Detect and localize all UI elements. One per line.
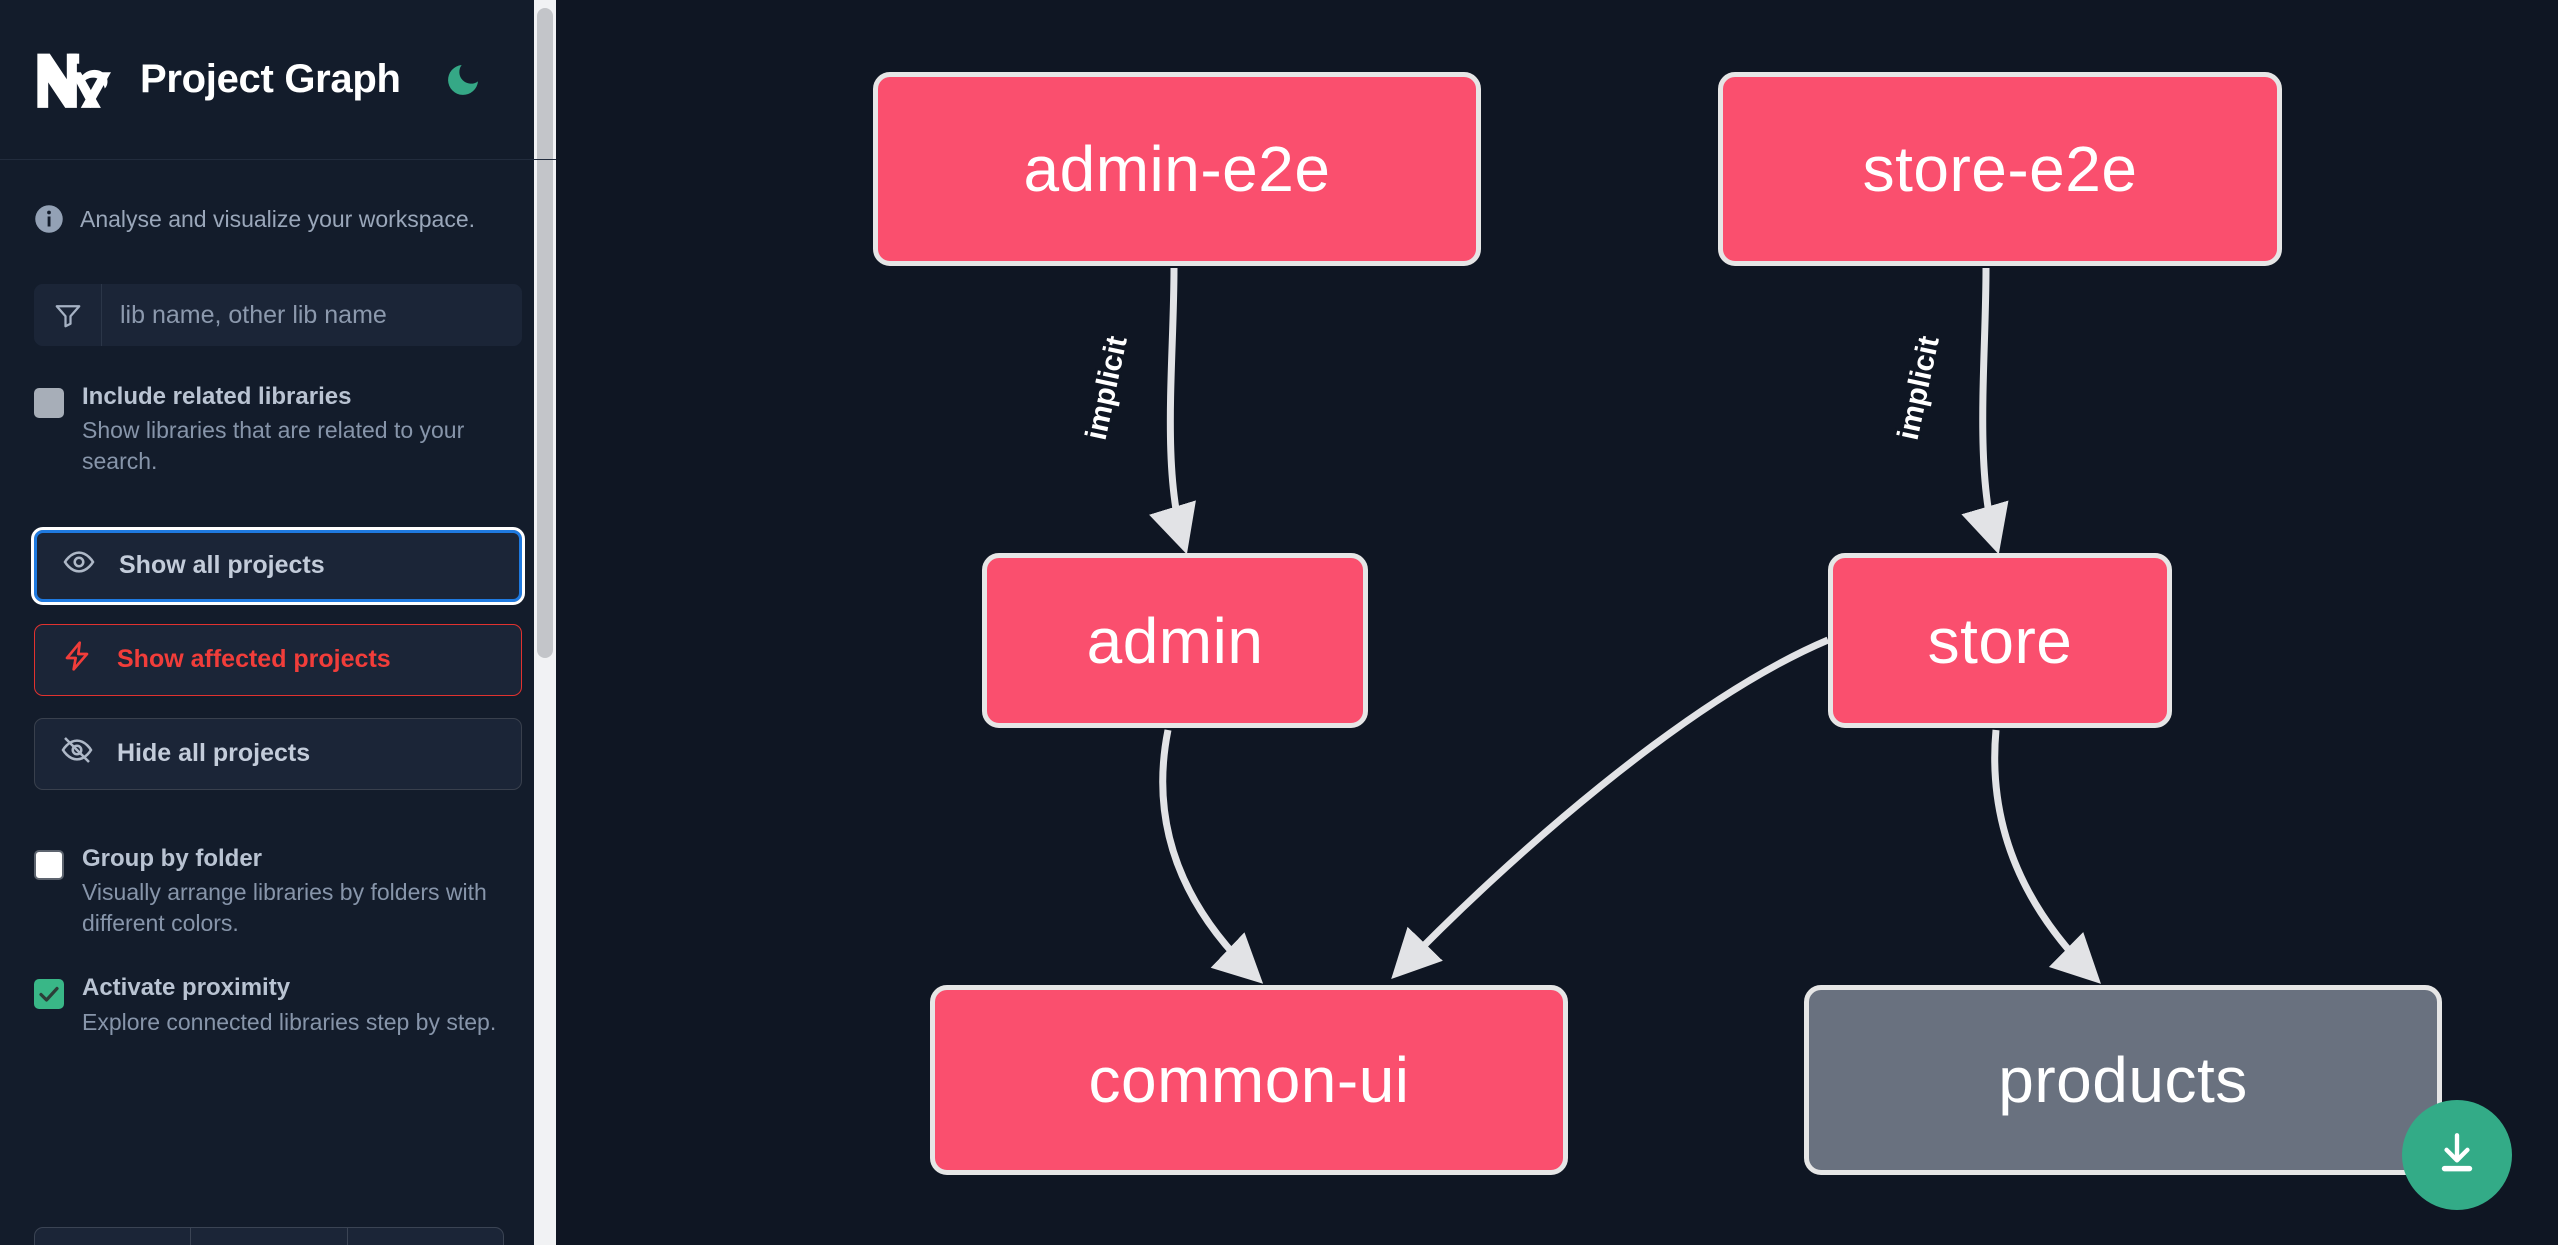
option-group-by-folder[interactable]: Group by folder Visually arrange librari… (34, 846, 522, 940)
node-label: common-ui (1088, 1044, 1410, 1116)
edge-store-products (1991, 729, 2101, 984)
option-include-related-libraries[interactable]: Include related libraries Show libraries… (34, 384, 522, 478)
option-title: Group by folder (82, 844, 262, 872)
eye-off-icon (61, 734, 93, 773)
option-description: Explore connected libraries step by step… (82, 1008, 497, 1035)
node-label: admin (1086, 604, 1264, 677)
graph-edges: implicit implicit (1077, 267, 2101, 984)
show-affected-projects-button[interactable]: Show affected projects (34, 623, 522, 696)
button-label: Show affected projects (117, 645, 391, 674)
graph-node-store[interactable]: store (1828, 553, 2172, 728)
option-description: Show libraries that are related to your … (82, 417, 465, 475)
edge-store-e2e-store (1961, 267, 2009, 555)
graph-node-store-e2e[interactable]: store-e2e (1718, 72, 2282, 266)
sidebar: Project Graph Analyse and visualize your… (0, 0, 556, 1245)
eye-icon (63, 546, 95, 585)
edge-admin-common-ui (1159, 729, 1264, 984)
segment-3[interactable] (348, 1228, 503, 1245)
button-label: Hide all projects (117, 739, 311, 768)
sidebar-body: Analyse and visualize your workspace. In… (0, 160, 556, 1245)
node-label: store (1927, 604, 2073, 677)
lightning-bolt-icon (61, 640, 93, 679)
node-label: products (1998, 1044, 2248, 1116)
segment-2[interactable] (191, 1228, 348, 1245)
edge-admin-e2e-admin (1149, 267, 1196, 555)
search-bar (34, 284, 522, 346)
moon-icon[interactable] (441, 58, 485, 102)
edge-store-common-ui (1391, 636, 1830, 980)
filter-icon[interactable] (34, 284, 102, 346)
edge-label-implicit-store: implicit (1889, 331, 1948, 446)
visibility-button-group: Show all projects Show affected projects (31, 526, 525, 790)
checkbox-include-related-libraries[interactable] (34, 388, 64, 418)
option-title: Activate proximity (82, 974, 291, 1002)
edge-label-implicit-admin: implicit (1077, 331, 1136, 446)
nx-logo-icon (34, 49, 112, 111)
checkbox-activate-proximity[interactable] (34, 979, 64, 1010)
sidebar-scrollbar-thumb[interactable] (537, 8, 553, 658)
node-label: admin-e2e (1023, 133, 1331, 205)
graph-node-admin[interactable]: admin (982, 553, 1368, 728)
svg-text:implicit: implicit (1080, 333, 1134, 443)
segmented-control[interactable] (34, 1227, 504, 1245)
sidebar-header: Project Graph (0, 0, 556, 160)
analyse-text: Analyse and visualize your workspace. (80, 205, 476, 232)
sidebar-scrollbar[interactable] (534, 0, 556, 1245)
option-description: Visually arrange libraries by folders wi… (82, 878, 487, 937)
option-title: Include related libraries (82, 383, 352, 410)
info-circle-icon (34, 204, 64, 234)
download-icon (2432, 1128, 2482, 1183)
svg-text:implicit: implicit (1892, 333, 1946, 443)
graph-node-admin-e2e[interactable]: admin-e2e (873, 72, 1481, 266)
hide-all-projects-button[interactable]: Hide all projects (34, 717, 522, 790)
node-label: store-e2e (1862, 133, 2138, 205)
show-all-projects-button[interactable]: Show all projects (31, 526, 525, 605)
graph-canvas[interactable]: implicit implicit admin-e2e store-e2e ad… (556, 0, 2558, 1245)
option-activate-proximity[interactable]: Activate proximity Explore connected lib… (34, 975, 522, 1037)
button-label: Show all projects (119, 551, 325, 580)
checkbox-group-by-folder[interactable] (34, 849, 64, 880)
download-button[interactable] (2402, 1100, 2512, 1210)
analyse-note: Analyse and visualize your workspace. (34, 204, 522, 234)
segment-1[interactable] (35, 1228, 192, 1245)
search-input[interactable] (102, 284, 522, 346)
page-title: Project Graph (140, 57, 401, 101)
graph-node-products[interactable]: products (1804, 985, 2442, 1175)
graph-node-common-ui[interactable]: common-ui (930, 985, 1568, 1175)
